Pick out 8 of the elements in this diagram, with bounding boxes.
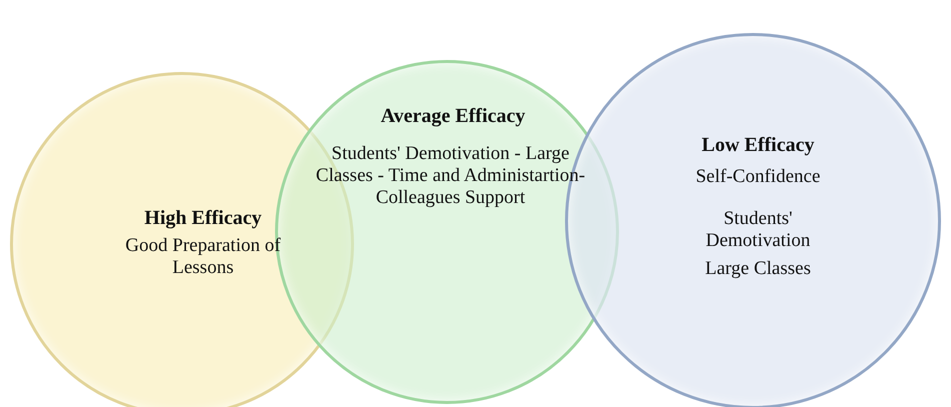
circle-text: Good Preparation of Lessons — [124, 235, 282, 279]
circle-heading: Average Efficacy — [380, 105, 526, 127]
circle-text: Large Classes — [704, 258, 812, 280]
circle-text: Students' Demotivation — [704, 208, 812, 252]
circle-heading: High Efficacy — [143, 207, 263, 229]
circle-text: Students' Demotivation - Large Classes - Time and Administartion- Colleagues Support — [314, 143, 586, 209]
circle-heading: Low Efficacy — [700, 134, 816, 156]
circle-text: Self-Confidence — [694, 166, 822, 188]
